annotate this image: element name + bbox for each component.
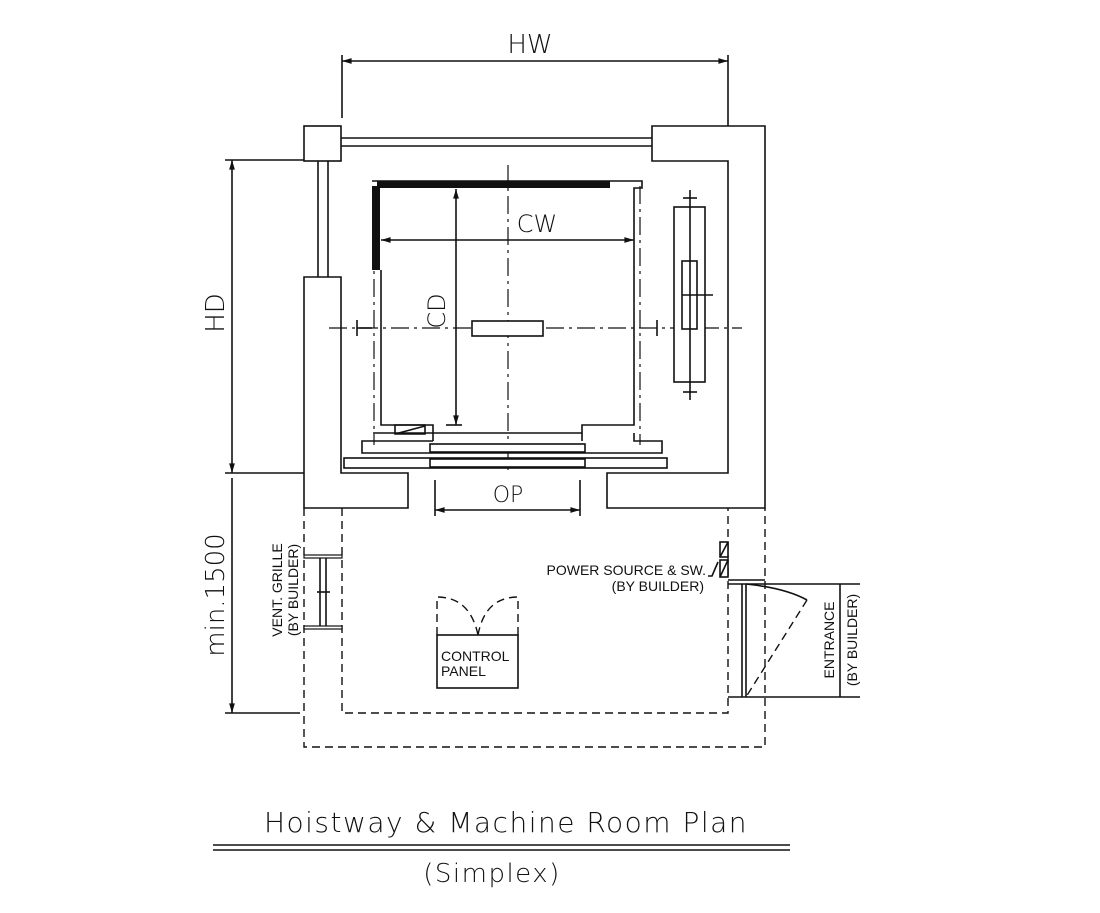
power-source-label: POWER SOURCE & SW. xyxy=(547,562,706,578)
power-source-by-builder: (BY BUILDER) xyxy=(612,578,704,594)
drawing-title: Hoistway & Machine Room Plan xyxy=(264,806,748,839)
entrance-by-builder: (BY BUILDER) xyxy=(844,594,860,686)
vent-grille: VENT. GRILLE (BY BUILDER) xyxy=(269,543,343,637)
counterweight xyxy=(673,190,713,400)
control-panel-label-1: CONTROL xyxy=(441,648,510,664)
vent-grille-label: VENT. GRILLE xyxy=(269,543,285,636)
cd-dimension: CD xyxy=(423,189,462,426)
hoistway-walls xyxy=(303,125,766,509)
min-depth-dimension: min.1500 xyxy=(201,478,300,714)
machine-room xyxy=(303,508,766,748)
hd-label: HD xyxy=(201,293,231,333)
cw-label: CW xyxy=(517,210,558,238)
control-panel: CONTROL PANEL xyxy=(436,596,519,689)
op-dimension: OP xyxy=(434,480,581,516)
hd-dimension: HD xyxy=(201,159,342,474)
vent-grille-by-builder: (BY BUILDER) xyxy=(285,544,301,636)
drawing-subtitle: (Simplex) xyxy=(423,859,561,889)
hw-dimension: HW xyxy=(341,30,729,152)
control-panel-label-2: PANEL xyxy=(441,663,486,679)
power-source: POWER SOURCE & SW. (BY BUILDER) xyxy=(547,541,765,594)
min-depth-label: min.1500 xyxy=(201,533,231,656)
entrance-label: ENTRANCE xyxy=(821,601,837,678)
cd-label: CD xyxy=(423,293,451,328)
op-label: OP xyxy=(493,483,524,508)
hw-label: HW xyxy=(507,30,552,60)
machine-room-entrance: ENTRANCE (BY BUILDER) xyxy=(728,583,860,698)
drawing-title-block: Hoistway & Machine Room Plan (Simplex) xyxy=(213,806,790,889)
cw-dimension: CW xyxy=(381,210,635,243)
elevator-car xyxy=(329,165,742,472)
